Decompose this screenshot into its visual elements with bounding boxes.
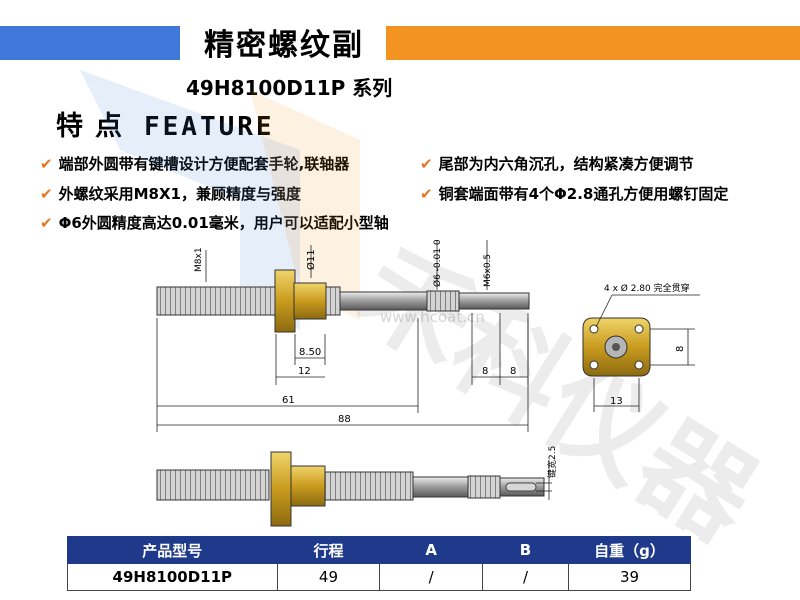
label-8b: 8 [510,366,516,377]
side-shaft [412,476,469,498]
feature-item: ✔ Φ6外圆精度高达0.01毫米，用户可以适配小型轴 [40,212,389,233]
check-icon: ✔ [40,184,53,203]
label-end-thread: M6x0.5 [483,254,493,287]
keyway-dimension [536,470,552,500]
side-nut-body [290,465,326,507]
feature-heading-cn: 特点 [56,111,134,142]
col-weight: 自重（g） [568,536,691,564]
feature-text: Φ6外圆精度高达0.01毫米，用户可以适配小型轴 [58,214,389,232]
cell-b: / [481,563,570,591]
spec-table: 产品型号 行程 A B 自重（g） 49H8100D11P 49 / / 39 [67,536,691,591]
brass-nut-flange [274,269,296,333]
feature-heading: 特点 FEATURE [56,104,275,143]
feature-item: ✔ 铜套端面带有4个Φ2.8通孔方便用螺钉固定 [420,183,728,204]
feature-text: 端部外圆带有键槽设计方便配套手轮,联轴器 [58,155,350,173]
label-nut-dia: Ø11 [305,249,317,270]
table-row: 49H8100D11P 49 / / 39 [67,563,691,591]
cell-stroke: 49 [276,563,381,591]
feature-heading-en: FEATURE [144,112,275,142]
page-title: 精密螺纹副 [204,28,364,63]
watermark-url: www.hcoat.cn [380,308,485,326]
keyway [505,482,537,492]
feature-text: 尾部为内六角沉孔，结构紧凑方便调节 [438,155,694,173]
dimension-lines [156,240,529,432]
label-12: 12 [298,366,311,377]
label-shaft-dia: Ø6 -0.01 0 [432,239,443,287]
end-thread [426,290,460,312]
col-a: A [379,536,483,564]
cell-a: / [379,563,483,591]
header-orange-bar [386,26,800,60]
screw-top-view [156,269,530,333]
side-nut-flange [270,451,292,527]
label-hole-note: 4 x Ø 2.80 完全贯穿 [604,282,690,294]
header-blue-bar [0,26,180,60]
end-view-dimensions [593,294,700,412]
feature-item: ✔ 尾部为内六角沉孔，结构紧凑方便调节 [420,153,694,174]
label-13: 13 [610,396,623,407]
col-model: 产品型号 [67,536,278,564]
shaft-section [339,291,428,311]
feature-item: ✔ 外螺纹采用M8X1，兼顾精度与强度 [40,183,301,204]
check-icon: ✔ [420,184,433,203]
check-icon: ✔ [420,154,433,173]
check-icon: ✔ [40,213,53,232]
side-end-thread [467,475,501,499]
brass-nut-body [293,282,327,320]
feature-text: 铜套端面带有4个Φ2.8通孔方便用螺钉固定 [438,185,729,203]
cell-model: 49H8100D11P [67,563,278,591]
side-thread [156,469,270,501]
cell-weight: 39 [568,563,691,591]
feature-item: ✔ 端部外圆带有键槽设计方便配套手轮,联轴器 [40,153,349,174]
label-keyway: 键宽2.5 [546,446,558,478]
label-thread: M8x1 [194,247,204,272]
screw-thread [156,286,276,316]
check-icon: ✔ [40,154,53,173]
label-88: 88 [338,414,351,425]
col-stroke: 行程 [276,536,381,564]
side-thread-right [324,471,414,501]
label-61: 61 [282,395,295,406]
mount-hole [634,360,644,370]
col-b: B [481,536,570,564]
feature-text: 外螺纹采用M8X1，兼顾精度与强度 [58,185,301,203]
table-header-row: 产品型号 行程 A B 自重（g） [67,536,691,564]
label-8-side: 8 [675,346,686,352]
mount-hole [589,360,599,370]
shaft-end [458,292,530,310]
mount-hole [634,324,644,334]
watermark-logo-blue [80,70,300,330]
series-subtitle: 49H8100D11P 系列 [186,76,393,100]
label-850: 8.50 [299,347,321,358]
nut-end-view [582,317,651,377]
screw-side-view [156,451,545,527]
label-8a: 8 [482,366,488,377]
watermark-logo-orange [250,90,360,320]
